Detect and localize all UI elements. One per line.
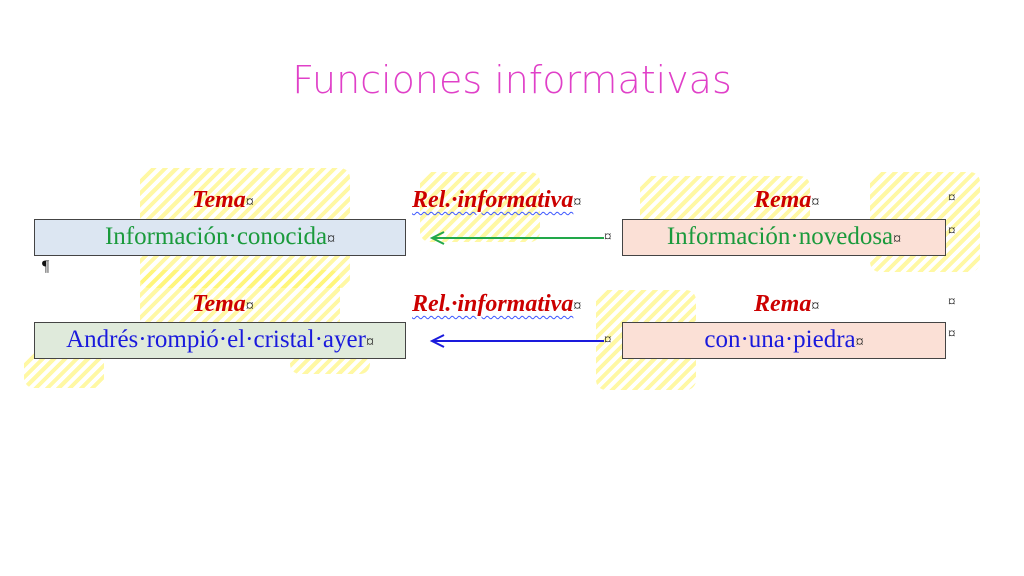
rema-text: Información·novedosa	[666, 223, 894, 250]
cell-end-mark: ¤	[893, 231, 902, 248]
rema-box-1: Información·novedosa¤	[622, 219, 946, 256]
tema-header-2: Tema¤	[192, 290, 254, 321]
highlight-mark	[140, 270, 340, 330]
rema-text: con·una·piedra	[704, 326, 856, 353]
tema-label: Tema	[192, 187, 246, 213]
arrow-left-icon	[429, 231, 604, 245]
tema-text: Información·conocida	[104, 223, 328, 250]
rema-box-2: con·una·piedra¤	[622, 322, 946, 359]
tema-text: Andrés·rompió·el·cristal·ayer	[66, 326, 366, 353]
rema-label: Rema	[754, 291, 812, 317]
cell-end-mark: ¤	[948, 294, 956, 310]
rel-header-1: Rel.·informativa¤	[412, 186, 581, 217]
cell-end-mark: ¤	[245, 194, 254, 211]
rema-header-1: Rema¤	[754, 186, 819, 217]
cell-end-mark: ¤	[327, 231, 336, 248]
tema-box-1: Información·conocida¤	[34, 219, 406, 256]
cell-end-mark: ¤	[948, 326, 956, 342]
highlight-mark	[420, 172, 540, 242]
pilcrow-mark: ¶	[42, 258, 50, 275]
cell-end-mark: ¤	[948, 223, 956, 239]
cell-end-mark: ¤	[855, 334, 864, 351]
rel-header-2: Rel.·informativa¤	[412, 290, 581, 321]
tema-header-1: Tema¤	[192, 186, 254, 217]
cell-end-mark: ¤	[948, 190, 956, 206]
cell-end-mark: ¤	[573, 298, 582, 315]
cell-end-mark: ¤	[245, 298, 254, 315]
tema-box-2: Andrés·rompió·el·cristal·ayer¤	[34, 322, 406, 359]
cell-end-mark: ¤	[604, 332, 612, 348]
slide-title: Funciones informativas	[292, 58, 732, 102]
arrow-left-icon	[429, 334, 604, 348]
rel-label: Rel.·informativa	[412, 187, 574, 213]
cell-end-mark: ¤	[811, 298, 820, 315]
cell-end-mark: ¤	[365, 334, 374, 351]
tema-label: Tema	[192, 291, 246, 317]
cell-end-mark: ¤	[604, 229, 612, 245]
rel-label: Rel.·informativa	[412, 291, 574, 317]
cell-end-mark: ¤	[811, 194, 820, 211]
rema-label: Rema	[754, 187, 812, 213]
rema-header-2: Rema¤	[754, 290, 819, 321]
cell-end-mark: ¤	[573, 194, 582, 211]
